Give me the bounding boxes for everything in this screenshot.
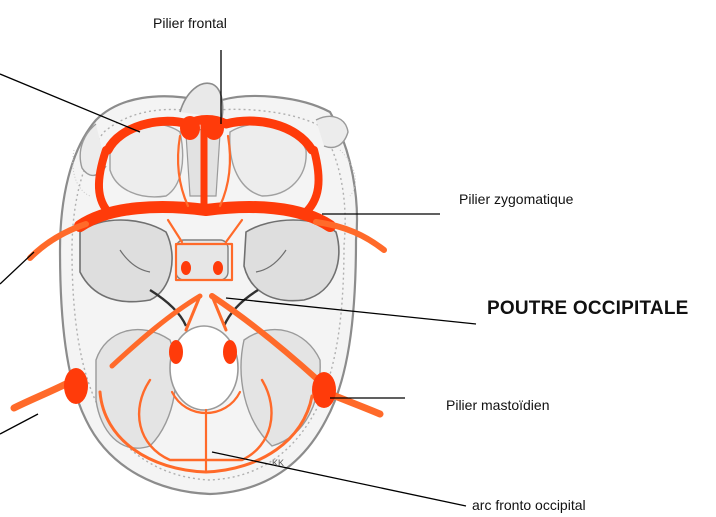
mastoid-pillar-left bbox=[14, 382, 70, 408]
label-pilier-mastoidien: Pilier mastoïdien bbox=[446, 398, 550, 412]
artist-signature: KK bbox=[272, 458, 284, 468]
leader-top-left bbox=[0, 74, 140, 132]
label-poutre-occipitale: POUTRE OCCIPITALE bbox=[487, 299, 689, 318]
leader-left-lower bbox=[0, 414, 38, 434]
leader-left-middle bbox=[0, 252, 34, 284]
mastoid-pillar-right bbox=[330, 394, 380, 414]
label-pilier-frontal: Pilier frontal bbox=[153, 16, 227, 30]
label-pilier-zygomatique: Pilier zygomatique bbox=[459, 192, 573, 206]
label-arc-fronto-occipital: arc fronto occipital bbox=[472, 498, 586, 512]
